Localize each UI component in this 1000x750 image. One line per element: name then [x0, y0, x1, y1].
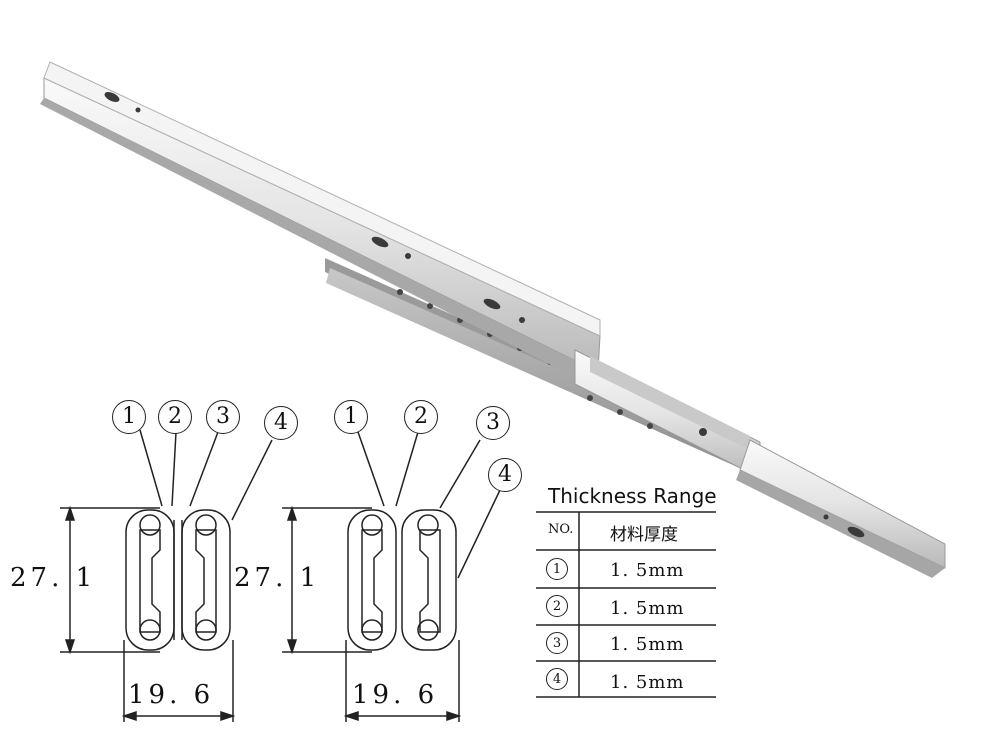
- row-value: 1. 5mm: [610, 672, 685, 693]
- column-header-no: NO.: [548, 522, 574, 537]
- row-number: 2: [546, 595, 568, 617]
- width-dimension: 19. 6: [352, 680, 439, 710]
- table-title: Thickness Range: [548, 484, 717, 508]
- row-value: 1. 5mm: [610, 560, 685, 581]
- row-number: 3: [546, 632, 568, 654]
- row-number: 1: [546, 558, 568, 580]
- height-dimension: 27. 1: [234, 563, 321, 593]
- callout-1: 1: [112, 400, 146, 434]
- height-dimension: 27. 1: [10, 563, 97, 593]
- callout-2: 2: [404, 400, 438, 434]
- callout-1: 1: [334, 400, 368, 434]
- row-value: 1. 5mm: [610, 598, 685, 619]
- callout-2: 2: [158, 400, 192, 434]
- row-number: 4: [546, 668, 568, 690]
- row-value: 1. 5mm: [610, 634, 685, 655]
- callout-3: 3: [206, 400, 240, 434]
- callout-3: 3: [476, 406, 510, 440]
- callout-4: 4: [488, 458, 522, 492]
- column-header-material: 材料厚度: [610, 525, 678, 545]
- callout-4: 4: [264, 406, 298, 440]
- width-dimension: 19. 6: [128, 680, 215, 710]
